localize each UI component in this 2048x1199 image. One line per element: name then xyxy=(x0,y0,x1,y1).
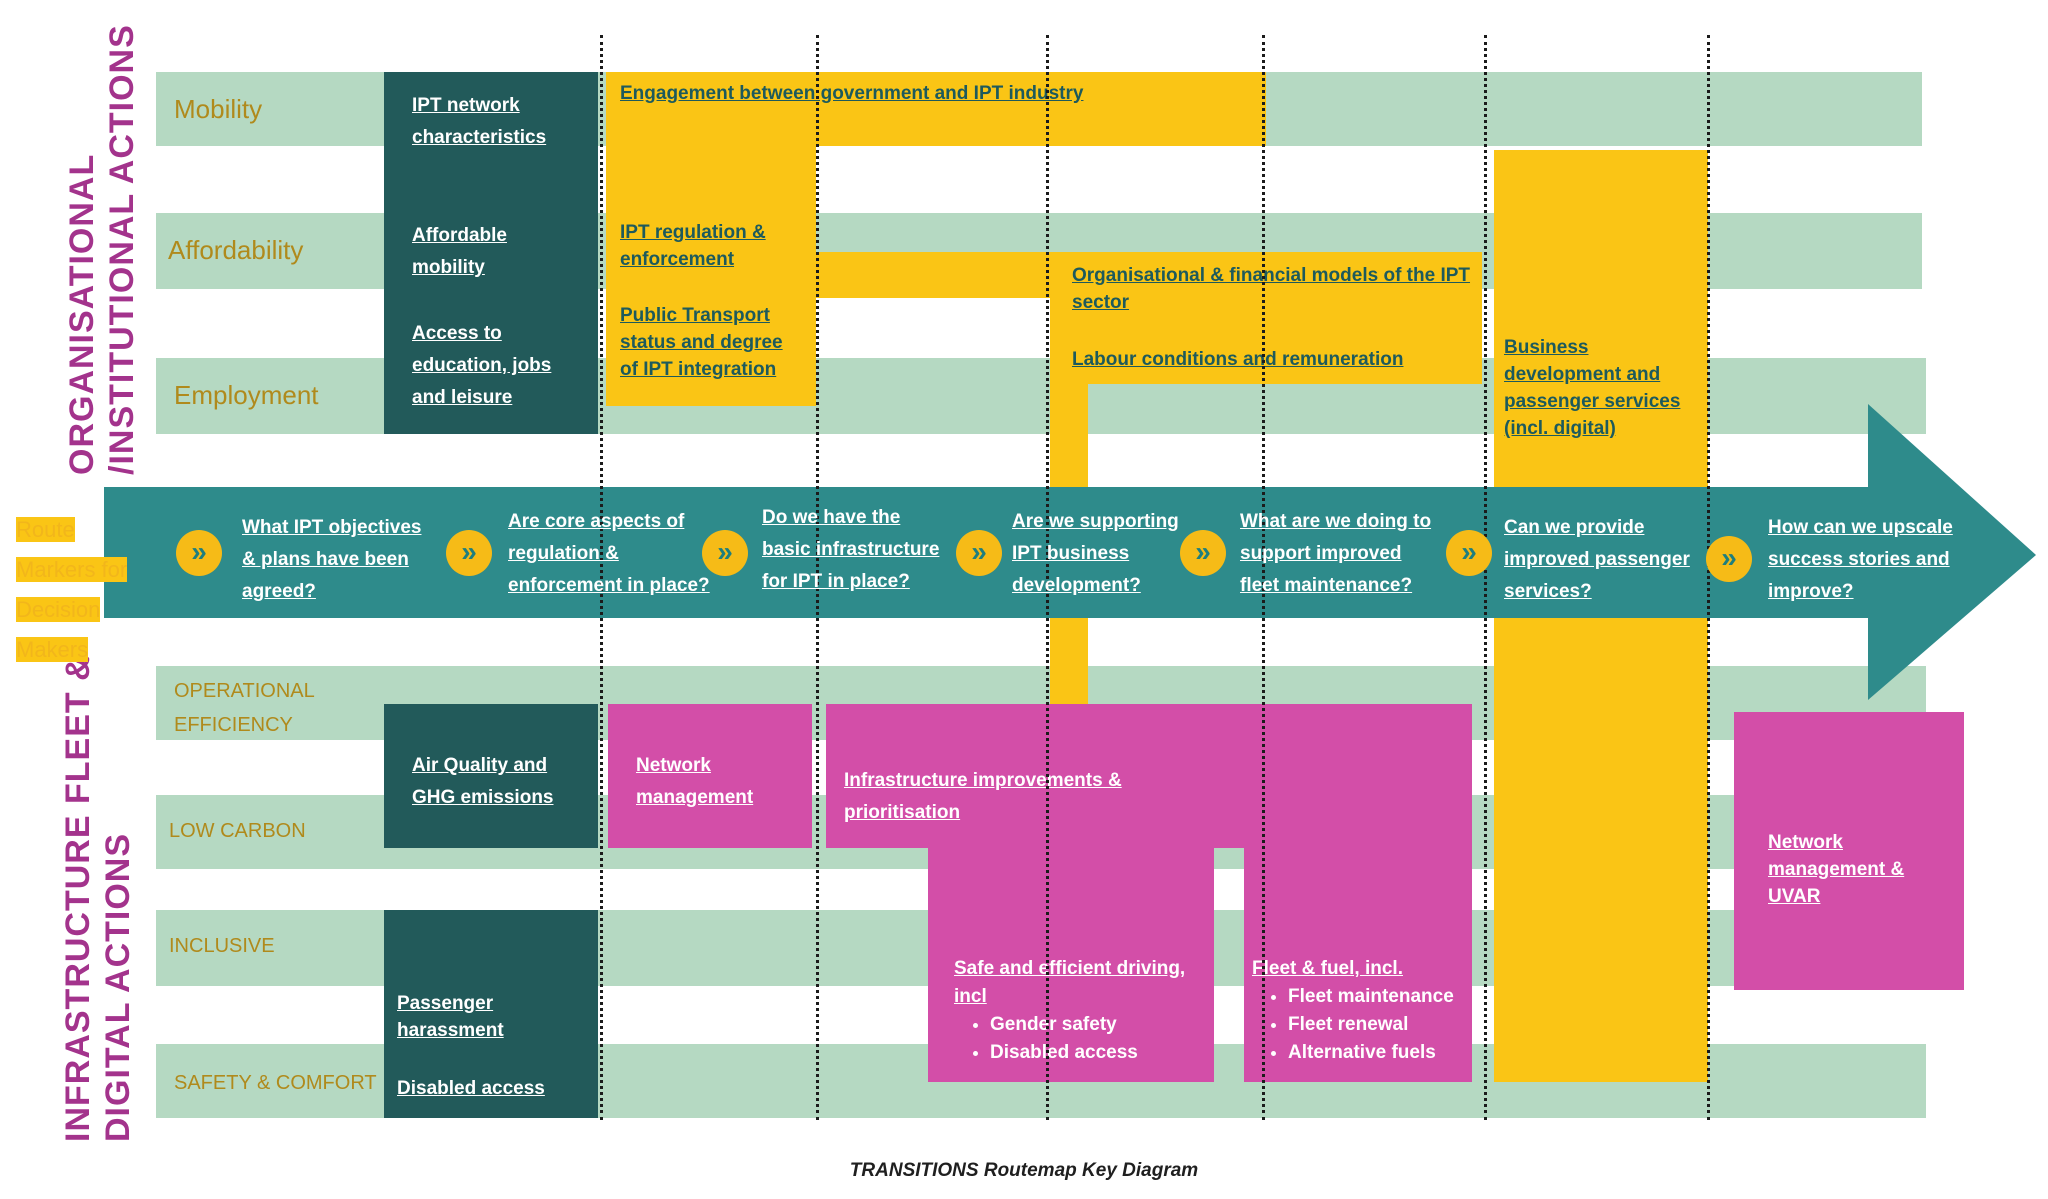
public-transport-status[interactable]: Public Transport status and degree of IP… xyxy=(620,305,783,380)
pink-infrastructure xyxy=(826,704,1472,848)
air-quality-ghg[interactable]: Air Quality and GHG emissions xyxy=(412,755,554,808)
fleet-fuel-block: Fleet & fuel, incl. Fleet maintenance Fl… xyxy=(1252,955,1468,1067)
network-management-uvar[interactable]: Network management & UVAR xyxy=(1768,832,1905,907)
chevron-marker-icon: » xyxy=(1180,530,1226,576)
route-label-text: Route xyxy=(16,517,75,542)
question-business[interactable]: Are we supporting IPT business developme… xyxy=(1012,511,1179,596)
safe-driving-block: Safe and efficient driving, incl Gender … xyxy=(954,955,1204,1067)
safe-driving-title[interactable]: Safe and efficient driving, incl xyxy=(954,958,1186,1007)
band-label-mobility: Mobility xyxy=(174,94,263,124)
dotted-divider xyxy=(1262,35,1265,1120)
diagram-caption: TRANSITIONS Routemap Key Diagram xyxy=(849,1160,1199,1181)
chevron-marker-icon: » xyxy=(1446,530,1492,576)
route-label-line: Decision xyxy=(16,590,127,630)
access-education-jobs-leisure[interactable]: Access to education, jobs and leisure xyxy=(412,323,552,408)
fleet-fuel-title[interactable]: Fleet & fuel, incl. xyxy=(1252,958,1403,979)
yellow-regulation-col xyxy=(606,140,816,406)
disabled-access-link[interactable]: Disabled access xyxy=(397,1078,545,1099)
question-objectives[interactable]: What IPT objectives & plans have been ag… xyxy=(242,517,422,602)
pink-fleet-fuel xyxy=(1244,846,1472,1082)
route-label-line: Markers for xyxy=(16,550,128,590)
dotted-divider xyxy=(1707,35,1710,1120)
yellow-engagement xyxy=(606,72,1266,146)
dark-box-inclusive xyxy=(384,910,598,1118)
question-infrastructure[interactable]: Do we have the basic infrastructure for … xyxy=(762,507,940,592)
org-financial-models[interactable]: Organisational & financial models of the… xyxy=(1072,265,1471,313)
band-label-employment: Employment xyxy=(174,380,319,410)
band-label-affordability: Affordability xyxy=(168,235,304,265)
pink-network-uvar xyxy=(1734,712,1964,990)
safe-driving-list: Gender safety Disabled access xyxy=(954,1011,1204,1067)
band-label-safety-comfort: SAFETY & COMFORT xyxy=(174,1072,377,1094)
band-label-inclusive: INCLUSIVE xyxy=(169,935,275,957)
question-upscale[interactable]: How can we upscale success stories and i… xyxy=(1768,517,1953,602)
dotted-divider xyxy=(1484,35,1487,1120)
pink-safe-driving xyxy=(928,846,1214,1082)
list-item: Fleet maintenance xyxy=(1288,983,1468,1011)
chevron-marker-icon: » xyxy=(956,530,1002,576)
band-label-operational-efficiency: OPERATIONAL EFFICIENCY xyxy=(174,680,315,736)
yellow-connector xyxy=(812,252,1052,298)
chevron-marker-icon: » xyxy=(176,530,222,576)
chevron-marker-icon: » xyxy=(1706,536,1752,582)
pink-network-management xyxy=(608,704,812,848)
list-item: Disabled access xyxy=(990,1039,1204,1067)
fleet-fuel-list: Fleet maintenance Fleet renewal Alternat… xyxy=(1252,983,1468,1067)
route-label-line: Route xyxy=(16,510,127,550)
route-label-line: Makers xyxy=(16,630,127,670)
dark-box-top xyxy=(384,72,598,434)
engagement-gov-ipt[interactable]: Engagement between government and IPT in… xyxy=(620,83,1084,104)
question-regulation[interactable]: Are core aspects of regulation & enforce… xyxy=(508,511,710,596)
route-label-text: Makers xyxy=(16,637,89,662)
yellow-org-models xyxy=(1050,252,1482,384)
route-label-text: Markers for xyxy=(16,557,128,582)
dark-box-air-quality xyxy=(384,704,598,848)
route-arrow-shape xyxy=(104,404,2036,700)
route-label-text: Decision xyxy=(16,597,101,622)
ipt-regulation-enforcement[interactable]: IPT regulation & enforcement xyxy=(620,222,766,270)
dotted-divider xyxy=(816,35,819,1120)
route-markers-label: Route Markers for Decision Makers xyxy=(16,510,128,670)
passenger-harassment[interactable]: Passenger harassment xyxy=(397,993,504,1041)
list-item: Gender safety xyxy=(990,1011,1204,1039)
chevron-marker-icon: » xyxy=(702,530,748,576)
dotted-divider xyxy=(1046,35,1049,1120)
affordable-mobility[interactable]: Affordable mobility xyxy=(412,225,507,278)
network-management-link[interactable]: Network management xyxy=(636,755,754,808)
chevron-marker-icon: » xyxy=(446,530,492,576)
list-item: Alternative fuels xyxy=(1288,1039,1468,1067)
question-fleet[interactable]: What are we doing to support improved fl… xyxy=(1240,511,1432,596)
infrastructure-improvements[interactable]: Infrastructure improvements & prioritisa… xyxy=(844,770,1122,823)
question-passenger[interactable]: Can we provide improved passenger servic… xyxy=(1504,517,1690,602)
labour-conditions[interactable]: Labour conditions and remuneration xyxy=(1072,349,1404,370)
list-item: Fleet renewal xyxy=(1288,1011,1468,1039)
ipt-network-characteristics[interactable]: IPT network characteristics xyxy=(412,95,547,148)
business-development[interactable]: Business development and passenger servi… xyxy=(1504,337,1681,439)
band-label-low-carbon: LOW CARBON xyxy=(169,820,306,842)
dotted-divider xyxy=(600,35,603,1120)
